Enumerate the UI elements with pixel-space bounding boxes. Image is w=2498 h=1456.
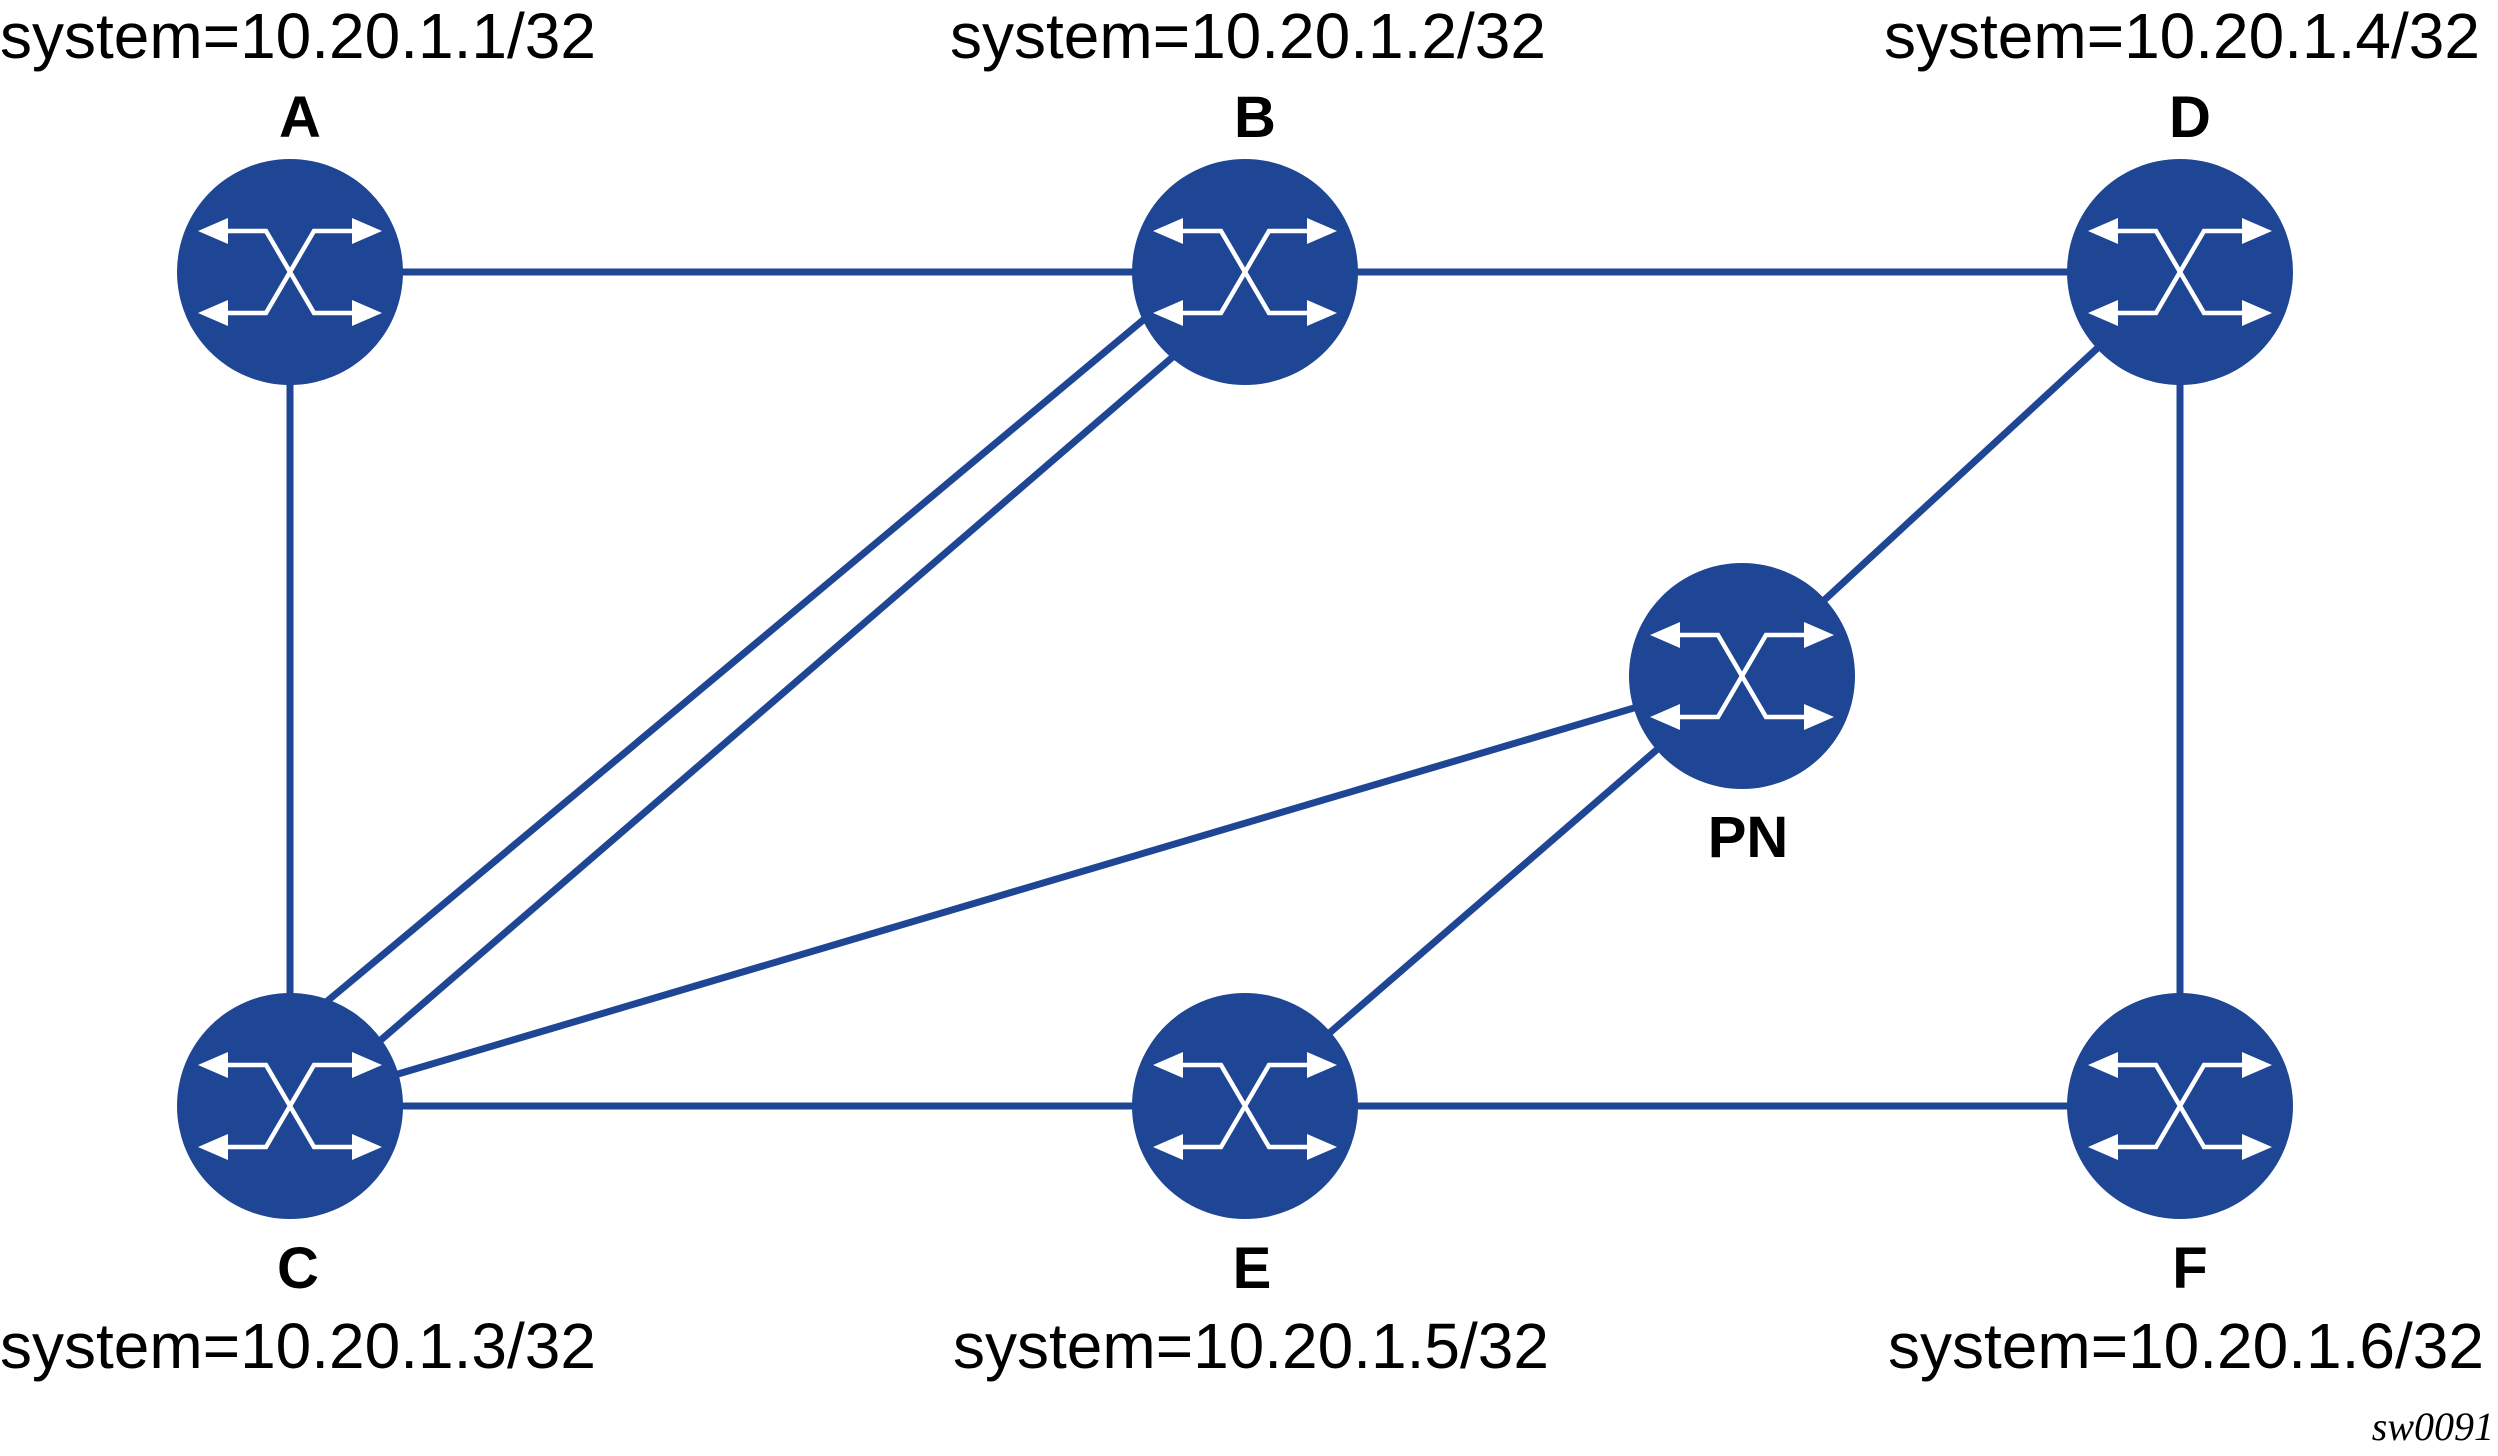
system-label-a: system=10.20.1.1/32: [0, 0, 596, 72]
node-label-a: A: [279, 85, 321, 150]
figure-id: sw0091: [2372, 1404, 2494, 1449]
system-label-b: system=10.20.1.2/32: [950, 0, 1546, 72]
links: [286, 268, 2184, 1110]
link-c-b-1: [322, 303, 1163, 1006]
router-switch-icon-pn: [1629, 563, 1855, 789]
router-switch-icon-d: [2067, 159, 2293, 385]
routers: [177, 159, 2293, 1219]
node-label-b: B: [1234, 85, 1276, 150]
link-c-b-2: [372, 352, 1178, 1048]
node-label-d: D: [2169, 85, 2211, 150]
router-switch-icon-a: [177, 159, 403, 385]
router-switch-icon-f: [2067, 993, 2293, 1219]
node-label-c: C: [277, 1236, 319, 1301]
link-c-pn: [289, 672, 1743, 1110]
node-label-e: E: [1233, 1236, 1272, 1301]
system-label-c: system=10.20.1.3/32: [0, 1310, 596, 1382]
system-label-f: system=10.20.1.6/32: [1888, 1310, 2484, 1382]
system-label-e: system=10.20.1.5/32: [953, 1310, 1549, 1382]
node-labels: A B D PN C E F: [277, 85, 2211, 1301]
node-label-pn: PN: [1708, 805, 1789, 870]
router-switch-icon-b: [1132, 159, 1358, 385]
router-switch-icon-c: [177, 993, 403, 1219]
system-labels: system=10.20.1.1/32 system=10.20.1.2/32 …: [0, 0, 2484, 1382]
router-switch-icon-e: [1132, 993, 1358, 1219]
system-label-d: system=10.20.1.4/32: [1884, 0, 2480, 72]
node-label-f: F: [2172, 1236, 2207, 1301]
